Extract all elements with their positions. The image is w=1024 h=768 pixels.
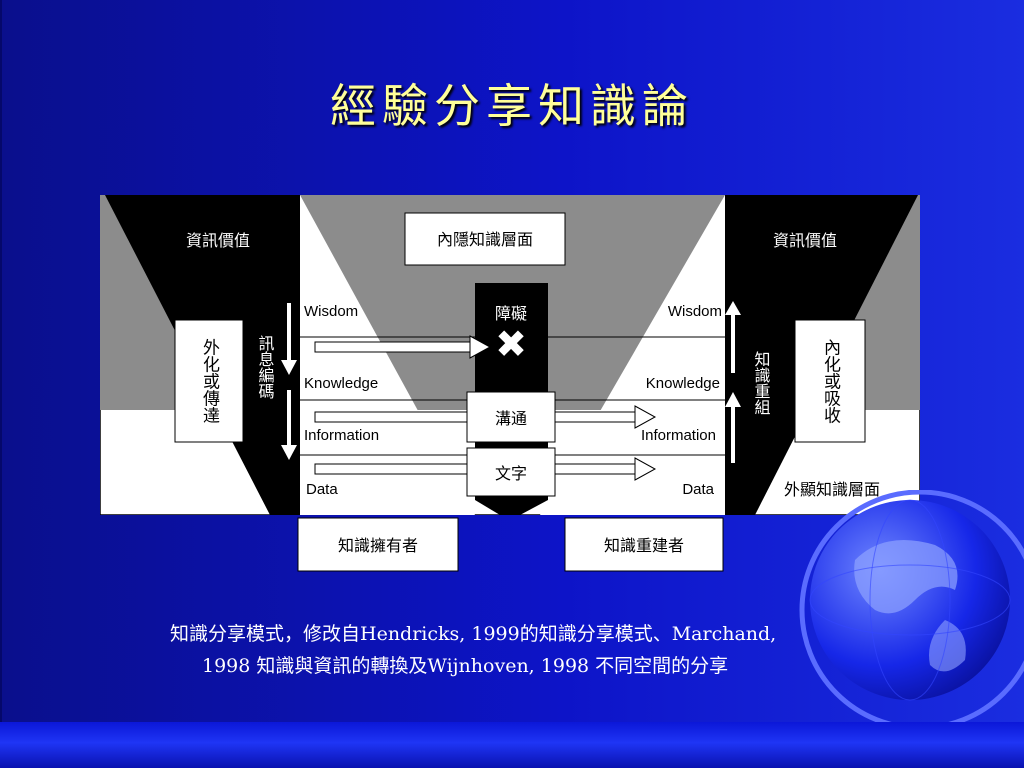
left-process-box [174,319,244,443]
slide-left-border [0,0,2,722]
right-level-knowledge: Knowledge [646,375,720,392]
tacit-layer-box [404,212,566,266]
left-process-label: 外化或傳達 [199,338,220,423]
rebuilder-box [564,517,724,572]
left-white-funnel [300,195,475,515]
right-process-box [794,319,866,443]
right-level-information: Information [641,427,716,444]
right-value-label: 資訊價值 [773,231,837,250]
right-up-arrow-2 [725,392,741,463]
right-level-wisdom: Wisdom [668,303,722,320]
right-level-data: Data [682,481,714,498]
rebuilder-label: 知識重建者 [604,536,684,555]
communicate-label: 溝通 [495,409,527,428]
blocked-x-icon: ✖ [495,322,527,366]
left-down-arrow-1 [281,303,297,375]
owner-box [297,517,459,572]
tacit-layer-label: 內隱知識層面 [437,230,533,249]
recombine-label: 知識重組 [752,351,771,415]
encode-label: 訊息編碼 [256,335,275,400]
caption-line-1: 知識分享模式，修改自Hendricks, 1999的知識分享模式、Marchan… [170,623,777,645]
owner-label: 知識擁有者 [338,536,418,555]
wisdom-arrow [314,335,492,359]
left-down-arrow-2 [281,390,297,460]
left-level-knowledge: Knowledge [304,375,378,392]
text-label: 文字 [495,464,527,483]
barrier-label: 障礙 [495,304,527,323]
left-level-data: Data [306,481,338,498]
slide-title: 經驗分享知識論 [330,79,694,133]
left-level-wisdom: Wisdom [304,303,358,320]
right-up-arrow-1 [725,301,741,373]
caption-line-2: 1998 知識與資訊的轉換及Wijnhoven, 1998 不同空間的分享 [202,655,729,677]
explicit-layer-label: 外顯知識層面 [784,480,880,499]
slide-caption: 知識分享模式，修改自Hendricks, 1999的知識分享模式、Marchan… [170,618,890,682]
communicate-box [466,391,556,443]
right-white-funnel [540,195,725,515]
right-process-label: 內化或吸收 [820,338,841,423]
left-level-information: Information [304,427,379,444]
text-box [466,447,556,497]
role-boxes: 知識擁有者 知識重建者 [297,517,724,572]
globe-decoration [799,490,1024,722]
knowledge-sharing-diagram: 障礙 ✖ Wisdom Knowledge Information Data W… [100,195,920,515]
bottom-band [0,722,1024,768]
left-value-label: 資訊價值 [186,231,250,250]
